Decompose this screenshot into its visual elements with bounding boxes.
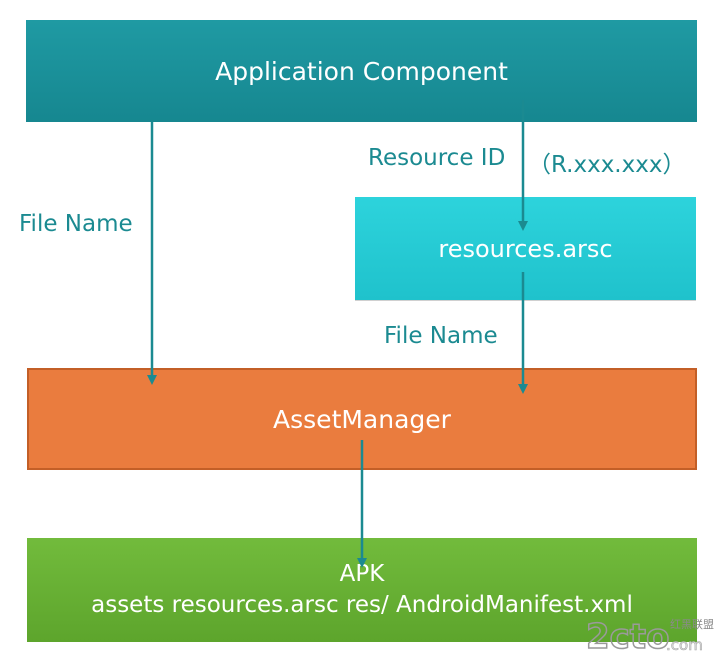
resource-id-label: Resource ID [368, 145, 506, 171]
asset-manager-label: AssetManager [273, 404, 451, 434]
watermark-logo: 2cto .com 红黑联盟 [586, 616, 714, 658]
resources-arsc-box: resources.arsc [355, 197, 696, 300]
file-name-label-mid: File Name [384, 323, 498, 349]
application-component-box: Application Component [26, 20, 697, 122]
resource-id-format-label: （R.xxx.xxx） [528, 152, 686, 178]
apk-title: APK [339, 561, 385, 587]
application-component-label: Application Component [215, 56, 508, 86]
watermark-domain: .com [666, 636, 703, 654]
asset-manager-box: AssetManager [27, 368, 697, 470]
apk-contents: assets resources.arsc res/ AndroidManife… [91, 592, 633, 618]
watermark-chinese: 红黑联盟 [670, 618, 714, 631]
file-name-label-left: File Name [19, 211, 133, 237]
resources-arsc-label: resources.arsc [438, 234, 613, 263]
watermark-main: 2cto [586, 617, 669, 657]
